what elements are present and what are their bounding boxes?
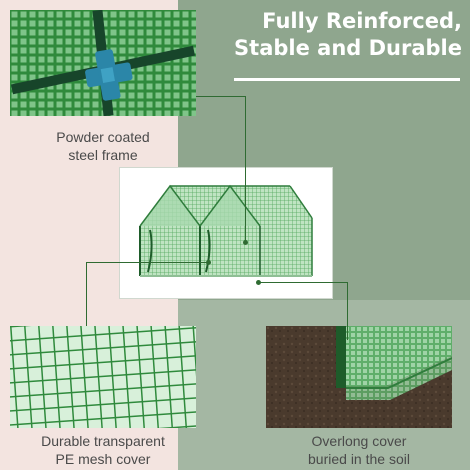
feature-caption-steel-frame: Powder coated steel frame [10, 128, 196, 164]
feature-caption-line: PE mesh cover [55, 451, 151, 467]
headline-line-2: Stable and Durable [234, 36, 462, 60]
leader-line-soil-horizontal [258, 282, 348, 283]
leader-dot-soil [256, 280, 261, 285]
leader-line-mesh-vertical [86, 262, 87, 326]
greenhouse-product-photo [120, 168, 332, 298]
soil-cover-closeup-photo [266, 326, 452, 428]
feature-caption-soil-cover: Overlong cover buried in the soil [266, 432, 452, 468]
headline-underline [234, 78, 460, 81]
headline-line-1: Fully Reinforced, [262, 9, 462, 33]
feature-caption-line: Powder coated [56, 129, 150, 145]
leader-dot-mesh [206, 260, 211, 265]
leader-line-mesh-horizontal [86, 262, 208, 263]
feature-caption-line: Overlong cover [311, 433, 407, 449]
leader-line-soil-vertical [347, 282, 348, 340]
pe-mesh-closeup-photo [10, 326, 196, 428]
feature-caption-line: steel frame [68, 147, 138, 163]
feature-caption-line: buried in the soil [308, 451, 410, 467]
steel-frame-closeup-photo [10, 10, 196, 116]
leader-line-frame-horizontal [196, 96, 246, 97]
feature-caption-line: Durable transparent [41, 433, 165, 449]
leader-dot-frame [243, 240, 248, 245]
leader-line-frame-vertical [245, 96, 246, 242]
headline: Fully Reinforced, Stable and Durable [200, 8, 462, 62]
feature-caption-pe-mesh: Durable transparent PE mesh cover [10, 432, 196, 468]
